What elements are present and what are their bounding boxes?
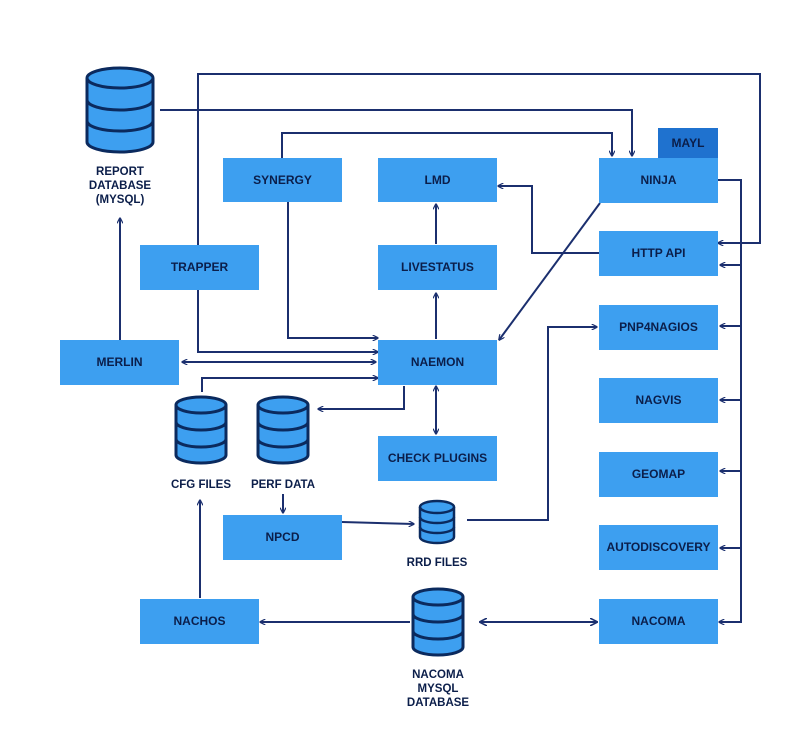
npcd-box: NPCD [223,515,342,560]
arrow-trapper-to-http-api [197,73,761,245]
arrow-ninja-to-naemon [499,202,601,340]
cfg-files-label: CFG FILES [171,479,231,491]
lmd-label: LMD [425,173,451,187]
rrd-files-database-icon [418,499,456,545]
trapper-box: TRAPPER [140,245,259,290]
mayl-tag: MAYL [658,128,718,158]
nacoma-database-icon [411,587,465,657]
pnp4nagios-box: PNP4NAGIOS [599,305,718,350]
report-database-icon [85,66,155,154]
http-api-label: HTTP API [631,246,685,260]
arrow-npcd-to-rrd-files [341,522,414,524]
perf-data-database-icon [256,395,310,465]
nacoma-label: NACOMA [632,614,686,628]
component-boxes: SYNERGY LMD MAYL NINJA TRAPPER LIVESTATU… [60,128,718,644]
nacoma-db-label-line1: NACOMA [412,669,464,681]
trapper-label: TRAPPER [171,260,229,274]
nacoma-db-label-line2: MYSQL [418,683,459,695]
ninja-label: NINJA [640,173,676,187]
autodiscovery-box: AUTODISCOVERY [599,525,718,570]
connectors [120,73,761,622]
ninja-box: NINJA [599,158,718,203]
perf-data-label: PERF DATA [251,479,315,491]
check-plugins-label: CHECK PLUGINS [388,451,487,465]
naemon-box: NAEMON [378,340,497,385]
http-api-box: HTTP API [599,231,718,276]
cfg-files-database-icon [174,395,228,465]
synergy-label: SYNERGY [253,173,312,187]
mayl-label: MAYL [672,136,705,150]
nacoma-db-label-line3: DATABASE [407,697,470,709]
rrd-files-label: RRD FILES [407,557,468,569]
nachos-label: NACHOS [173,614,225,628]
arrow-report-db-to-ninja [160,109,632,156]
arrow-cfg-files-to-naemon [201,378,378,392]
autodiscovery-label: AUTODISCOVERY [606,540,710,554]
naemon-label: NAEMON [411,355,464,369]
arrow-trapper-to-naemon [197,290,378,352]
report-db-label-line3: (MYSQL) [96,194,145,206]
geomap-box: GEOMAP [599,452,718,497]
check-plugins-box: CHECK PLUGINS [378,436,497,481]
arrow-synergy-to-naemon [287,202,378,338]
livestatus-label: LIVESTATUS [401,260,474,274]
synergy-box: SYNERGY [223,158,342,202]
nagvis-label: NAGVIS [635,393,681,407]
pnp4nagios-label: PNP4NAGIOS [619,320,698,334]
merlin-label: MERLIN [97,355,143,369]
livestatus-box: LIVESTATUS [378,245,497,290]
database-cylinders [85,66,465,657]
nachos-box: NACHOS [140,599,259,644]
lmd-box: LMD [378,158,497,202]
arrow-http-api-to-lmd [498,186,599,254]
nagvis-box: NAGVIS [599,378,718,423]
report-db-label-line2: DATABASE [89,180,152,192]
nacoma-box: NACOMA [599,599,718,644]
arrow-naemon-to-perf-data [318,386,405,409]
database-labels: REPORT DATABASE (MYSQL) CFG FILES PERF D… [89,166,470,709]
npcd-label: NPCD [265,530,299,544]
arrow-rrd-files-to-pnp4nagios [467,327,597,521]
merlin-box: MERLIN [60,340,179,385]
arrow-synergy-to-ninja [281,132,612,158]
geomap-label: GEOMAP [632,467,685,481]
report-db-label-line1: REPORT [96,166,144,178]
